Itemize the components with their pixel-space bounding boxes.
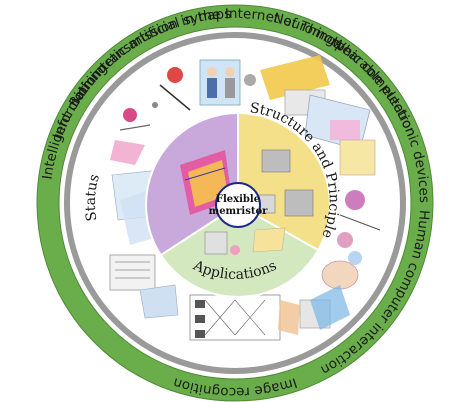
outer-ring-outer-edge [36,4,434,402]
wearable-figure [337,139,381,248]
outer-ring [37,5,433,401]
applications-illustration [204,227,286,255]
center-label-line2: memristor [209,206,269,217]
iot-figure [159,59,241,111]
image-recognition-figure [189,294,300,341]
outer-ring-inner-edge [58,26,412,380]
neuromorphic-figure [244,55,371,151]
center-disc [215,182,261,228]
synapse-figure [110,102,158,165]
hci-figure [299,251,362,330]
sector-label-status: Status [83,172,103,222]
center-label-line1: Flexible [216,194,260,205]
inner-circle: Flexible memristor [145,112,331,298]
application-images [109,55,381,341]
